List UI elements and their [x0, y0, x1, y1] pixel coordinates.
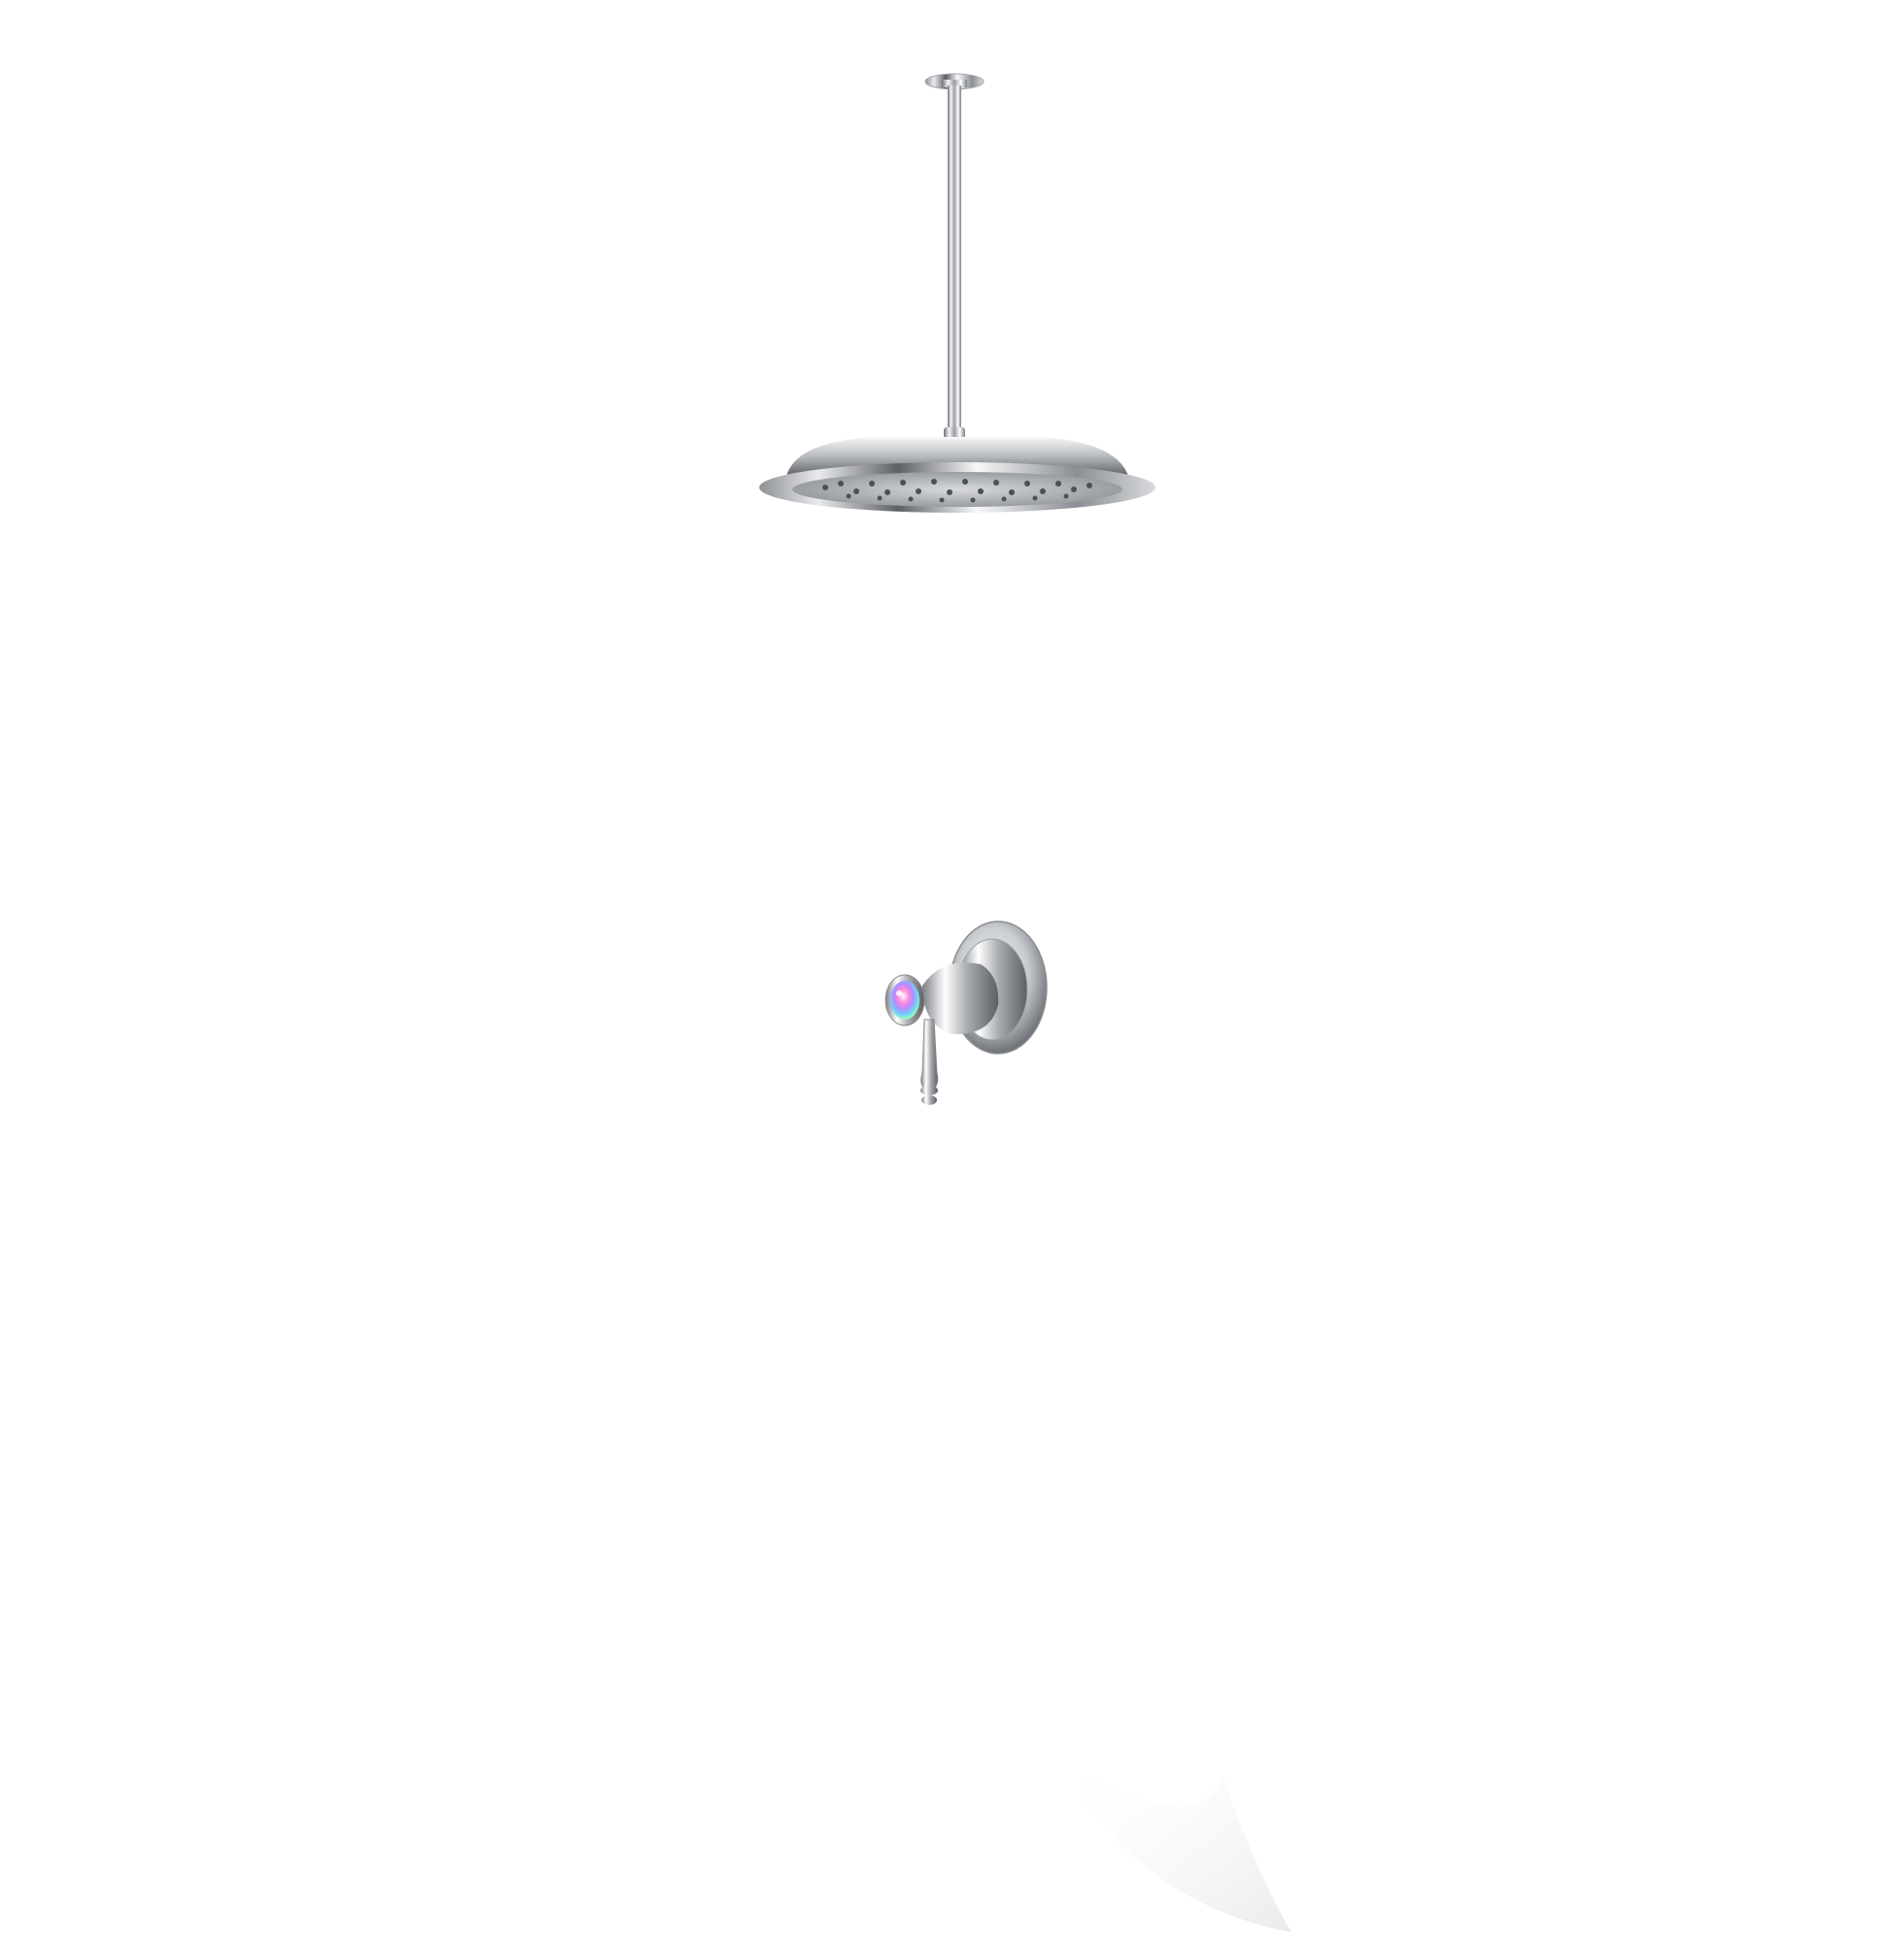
shower-head-icon: [759, 73, 1155, 513]
reflection-shadow: [1058, 1758, 1291, 1932]
lever-valve-icon: [885, 921, 1048, 1105]
